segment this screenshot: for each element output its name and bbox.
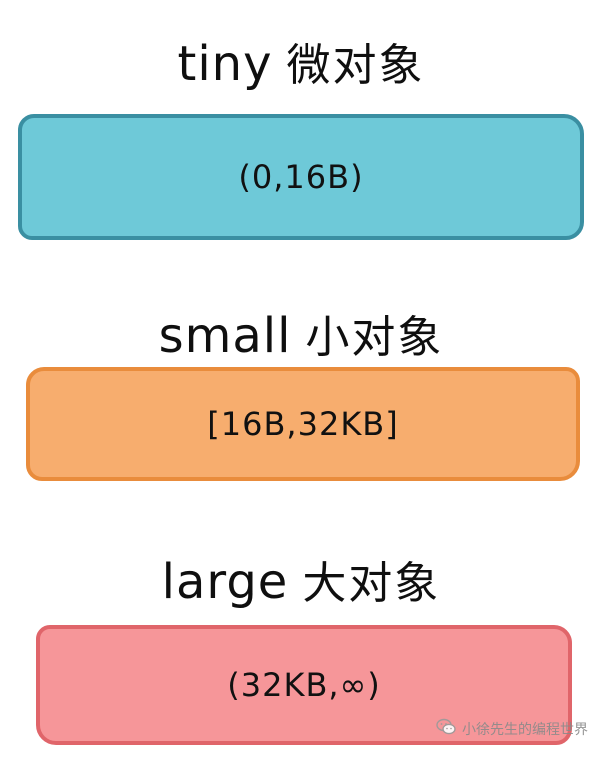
tiny-range-box: (0,16B) xyxy=(18,114,584,240)
large-label-en: large xyxy=(161,554,289,610)
small-range-text: [16B,32KB] xyxy=(207,405,399,443)
small-label-en: small xyxy=(158,308,292,364)
large-range-text: (32KB,∞) xyxy=(227,666,381,704)
large-label-zh: 大对象 xyxy=(302,558,441,609)
large-range-box: (32KB,∞) xyxy=(36,625,572,745)
tiny-label-en: tiny xyxy=(177,36,273,92)
small-range-box: [16B,32KB] xyxy=(26,367,580,481)
tiny-range-text: (0,16B) xyxy=(238,158,364,196)
wechat-icon xyxy=(436,718,456,740)
watermark-text: 小徐先生的编程世界 xyxy=(462,722,588,738)
small-label-zh: 小对象 xyxy=(305,312,444,363)
watermark: 小徐先生的编程世界 xyxy=(436,718,588,740)
tiny-label-zh: 微对象 xyxy=(286,40,425,91)
